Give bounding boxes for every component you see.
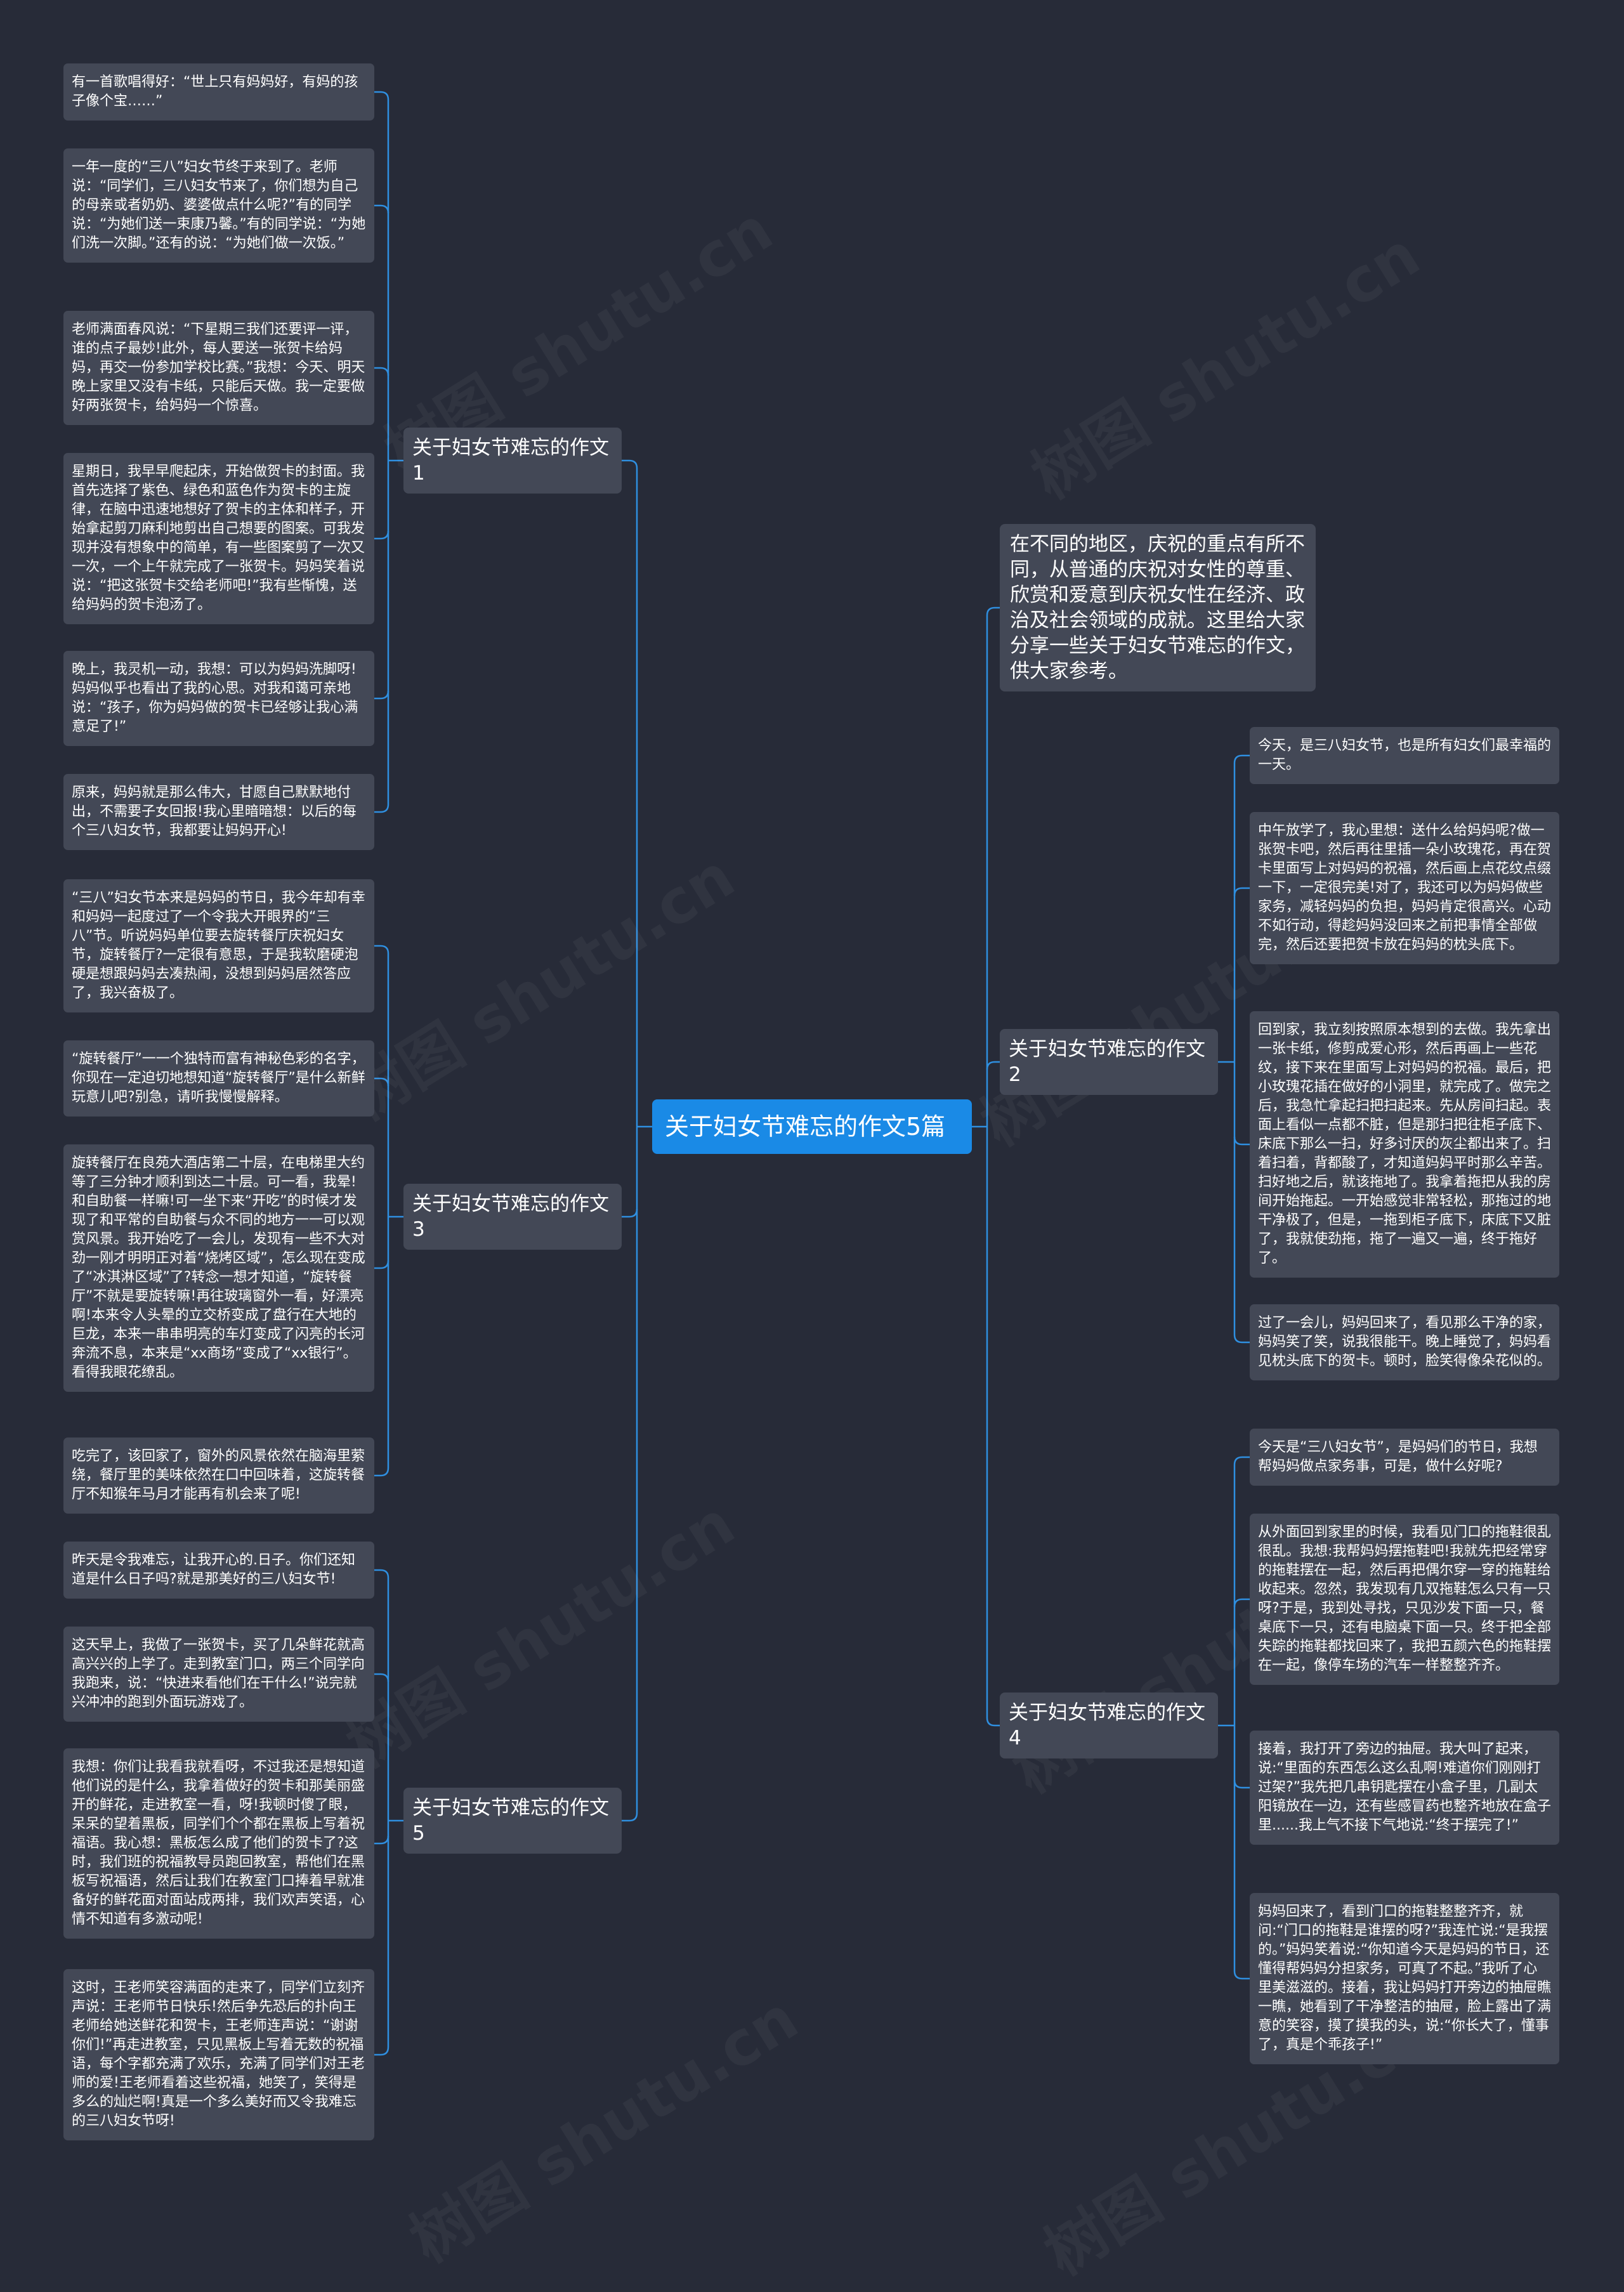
leaf-text[interactable]: 吃完了，该回家了，窗外的风景依然在脑海里萦绕，餐厅里的美味依然在口中回味着，这旋… (63, 1437, 374, 1514)
mindmap-root[interactable]: 关于妇女节难忘的作文5篇 (652, 1099, 972, 1154)
connector-line (986, 1717, 1000, 1727)
connector-line (1233, 887, 1250, 896)
branch-essay-3[interactable]: 关于妇女节难忘的作文3 (403, 1184, 622, 1250)
leaf-text[interactable]: 今天是“三八妇女节”，是妈妈们的节日，我想帮妈妈做点家务事，可是，做什么好呢? (1250, 1429, 1559, 1486)
connector-line (986, 1061, 1000, 1070)
branch-essay-4[interactable]: 关于妇女节难忘的作文4 (1000, 1693, 1218, 1758)
connector-line (374, 1569, 390, 1578)
branch-essay-5[interactable]: 关于妇女节难忘的作文5 (403, 1788, 622, 1854)
connector-line (1233, 1334, 1250, 1344)
leaf-text[interactable]: 中午放学了，我心里想：送什么给妈妈呢?做一张贺卡吧，然后再往里插一朵小玫瑰花，再… (1250, 812, 1559, 964)
leaf-text[interactable]: 旋转餐厅在良苑大酒店第二十层，在电梯里大约等了三分钟才顺利到达二十层。可一看，我… (63, 1144, 374, 1392)
connector-line (374, 204, 390, 214)
connector-line (986, 606, 1000, 616)
leaf-text[interactable]: 接着，我打开了旁边的抽屉。我大叫了起来，说:“里面的东西怎么这么乱啊!难道你们刚… (1250, 1731, 1559, 1845)
connector-lines (374, 91, 1250, 2056)
connector-line (374, 2046, 390, 2056)
leaf-text[interactable]: 过了一会儿，妈妈回来了，看见那么干净的家，妈妈笑了笑，说我很能干。晚上睡觉了，妈… (1250, 1304, 1559, 1380)
leaf-text[interactable]: “三八”妇女节本来是妈妈的节日，我今年却有幸和妈妈一起度过了一个令我大开眼界的“… (63, 879, 374, 1012)
intro-node[interactable]: 在不同的地区，庆祝的重点有所不同，从普通的庆祝对女性的尊重、欣赏和爱意到庆祝女性… (1000, 524, 1316, 691)
connector-line (1233, 754, 1250, 764)
connector-line (622, 1208, 638, 1218)
connector-line (374, 91, 390, 100)
leaf-text[interactable]: 晚上，我灵机一动，我想：可以为妈妈洗脚呀!妈妈似乎也看出了我的心思。对我和蔼可亲… (63, 651, 374, 746)
leaf-text[interactable]: 从外面回到家里的时候，我看见门口的拖鞋很乱很乱。我想:我帮妈妈摆拖鞋吧!我就先把… (1250, 1514, 1559, 1685)
branch-essay-2[interactable]: 关于妇女节难忘的作文2 (1000, 1029, 1218, 1095)
connector-line (374, 690, 390, 700)
leaf-text[interactable]: 今天，是三八妇女节，也是所有妇女们最幸福的一天。 (1250, 727, 1559, 784)
connector-line (374, 945, 390, 954)
connector-line (1233, 1779, 1250, 1789)
branch-essay-1[interactable]: 关于妇女节难忘的作文1 (403, 428, 622, 494)
connector-line (374, 530, 390, 540)
connector-line (1233, 1136, 1250, 1146)
leaf-text[interactable]: 回到家，我立刻按照原本想到的去做。我先拿出一张卡纸，修剪成爱心形，然后再画上一些… (1250, 1011, 1559, 1278)
leaf-text[interactable]: 这时，王老师笑容满面的走来了，同学们立刻齐声说：王老师节日快乐!然后争先恐后的扑… (63, 1969, 374, 2140)
leaf-text[interactable]: 这天早上，我做了一张贺卡，买了几朵鲜花就高高兴兴的上学了。走到教室门口，两三个同… (63, 1627, 374, 1722)
leaf-text[interactable]: 原来，妈妈就是那么伟大，甘愿自己默默地付出，不需要子女回报!我心里暗暗想：以后的… (63, 774, 374, 850)
leaf-text[interactable]: 有一首歌唱得好：“世上只有妈妈好，有妈的孩子像个宝……” (63, 63, 374, 121)
leaf-text[interactable]: 昨天是令我难忘，让我开心的.日子。你们还知道是什么日子吗?就是那美好的三八妇女节… (63, 1542, 374, 1599)
connector-line (374, 367, 390, 376)
leaf-text[interactable]: 妈妈回来了，看到门口的拖鞋整整齐齐，就问:“门口的拖鞋是谁摆的呀?”我连忙说:“… (1250, 1893, 1559, 2064)
connector-line (374, 1835, 390, 1845)
connector-line (374, 1077, 390, 1087)
connector-line (374, 804, 390, 813)
connector-line (1233, 1598, 1250, 1608)
leaf-text[interactable]: 星期日，我早早爬起床，开始做贺卡的封面。我首先选择了紫色、绿色和蓝色作为贺卡的主… (63, 453, 374, 624)
leaf-text[interactable]: 一年一度的“三八”妇女节终于来到了。老师说：“同学们，三八妇女节来了，你们想为自… (63, 148, 374, 263)
connector-line (1233, 1456, 1250, 1465)
connector-line (374, 1260, 390, 1269)
leaf-text[interactable]: 老师满面春风说：“下星期三我们还要评一评，谁的点子最妙!此外，每人要送一张贺卡给… (63, 311, 374, 425)
connector-line (374, 1467, 390, 1477)
leaf-text[interactable]: “旋转餐厅”一一个独特而富有神秘色彩的名字，你现在一定迫切地想知道“旋转餐厅”是… (63, 1040, 374, 1117)
connector-line (622, 459, 638, 469)
connector-line (622, 1812, 638, 1822)
connector-line (374, 1673, 390, 1682)
leaf-text[interactable]: 我想：你们让我看我就看呀，不过我还是想知道他们说的是什么，我拿着做好的贺卡和那美… (63, 1748, 374, 1939)
connector-line (1233, 1970, 1250, 1980)
